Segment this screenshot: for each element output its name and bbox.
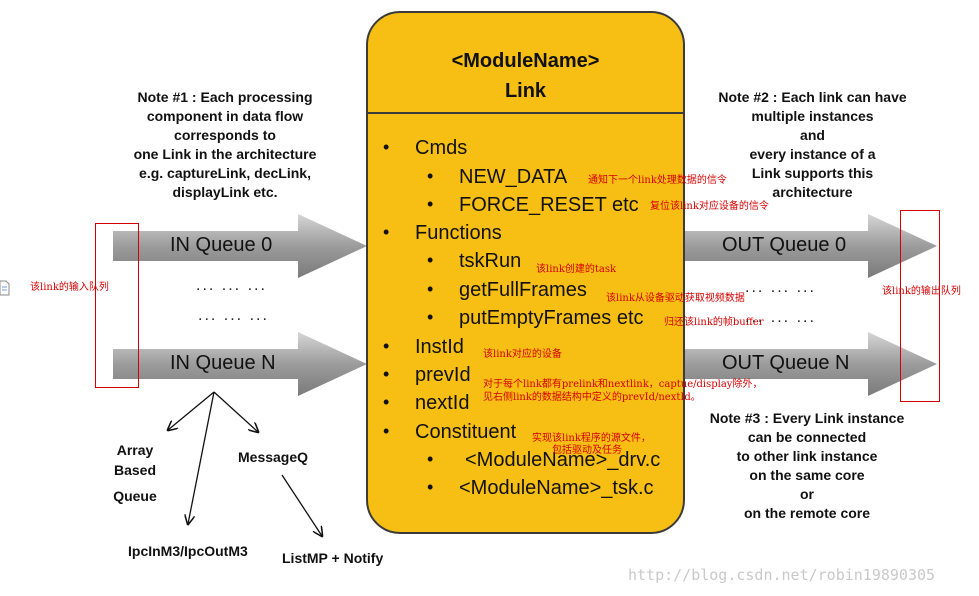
- item-tsk-file: <ModuleName>_tsk.c: [459, 477, 654, 499]
- bullet: •: [427, 279, 434, 299]
- output-queue-highlight: [900, 210, 940, 402]
- in-queue-dots: ... ... ...: [198, 307, 269, 324]
- connector-array-queue: [168, 391, 215, 430]
- output-queue-annotation: 该link的输出队列: [882, 286, 961, 297]
- bullet: •: [427, 449, 434, 469]
- messageq-label: MessageQ: [238, 449, 309, 465]
- input-queue-annotation: 该link的输入队列: [30, 282, 109, 293]
- note-tskrun: 该link创建的task: [536, 264, 617, 275]
- in-queue-dots: ... ... ...: [196, 277, 267, 294]
- item-cmds: Cmds: [415, 137, 468, 159]
- module-name-title: <ModuleName>: [451, 50, 600, 72]
- note-new-data: 通知下一个link处理数据的信令: [588, 175, 727, 186]
- bullet: •: [427, 250, 434, 270]
- bullet: •: [427, 194, 434, 214]
- box-divider: [368, 112, 683, 114]
- ipc-queue-label: IpcInM3/IpcOutM3: [128, 543, 248, 559]
- connector-ipc: [188, 391, 215, 524]
- listmp-notify-label: ListMP + Notify: [282, 550, 384, 566]
- out-queue-0-label: OUT Queue 0: [722, 234, 847, 256]
- item-nextid: nextId: [415, 392, 470, 414]
- out-queue-n-arrow: [685, 332, 937, 396]
- item-drv-file: <ModuleName>_drv.c: [465, 449, 661, 471]
- connector-listmp: [281, 474, 322, 536]
- watermark: http://blog.csdn.net/robin19890305: [628, 566, 936, 584]
- note-instid: 该link对应的设备: [483, 349, 562, 360]
- item-constituent: Constituent: [415, 421, 517, 443]
- in-queue-0-label: IN Queue 0: [170, 234, 273, 256]
- item-instid: InstId: [415, 336, 464, 358]
- bullet: •: [427, 307, 434, 327]
- note-putemptyframes: 归还该link的帧buffer: [664, 317, 764, 328]
- in-queue-0-arrow: [113, 214, 367, 278]
- connector-messageq: [213, 391, 258, 432]
- bullet: •: [427, 166, 434, 186]
- bullet: •: [383, 137, 390, 157]
- item-functions: Functions: [415, 222, 502, 244]
- out-queue-dots: ... ... ...: [745, 309, 816, 326]
- link-title: Link: [504, 80, 547, 102]
- item-tskrun: tskRun: [459, 250, 522, 272]
- item-force-reset: FORCE_RESET etc: [459, 194, 639, 216]
- note-getfullframes: 该link从设备驱动获取视频数据: [606, 293, 745, 304]
- bullet: •: [383, 364, 390, 384]
- bullet: •: [383, 421, 390, 441]
- in-queue-n-arrow: [113, 332, 367, 396]
- module-link-box: [366, 11, 685, 534]
- note-previd: 对于每个link都有prelink和nextlink，captue/displa…: [483, 379, 763, 390]
- item-new-data: NEW_DATA: [459, 166, 568, 188]
- bullet: •: [383, 222, 390, 242]
- note-nextid: 见右侧link的数据结构中定义的prevId/nextId。: [483, 392, 701, 403]
- page-icon: [0, 280, 10, 296]
- note-force-reset: 复位该link对应设备的信令: [650, 201, 769, 212]
- out-queue-n-label: OUT Queue N: [722, 352, 850, 374]
- out-queue-0-arrow: [685, 214, 937, 278]
- item-putemptyframes: putEmptyFrames etc: [459, 307, 644, 329]
- in-queue-n-label: IN Queue N: [170, 352, 276, 374]
- note-drv-file: 包括驱动及任务: [552, 445, 622, 456]
- bullet: •: [383, 336, 390, 356]
- input-queue-highlight: [95, 223, 139, 388]
- item-getfullframes: getFullFrames: [459, 279, 587, 301]
- out-queue-dots: ... ... ...: [745, 279, 816, 296]
- bullet: •: [427, 477, 434, 497]
- note-constituent: 实现该link程序的源文件，: [532, 433, 651, 444]
- bullet: •: [383, 392, 390, 412]
- item-previd: prevId: [415, 364, 471, 386]
